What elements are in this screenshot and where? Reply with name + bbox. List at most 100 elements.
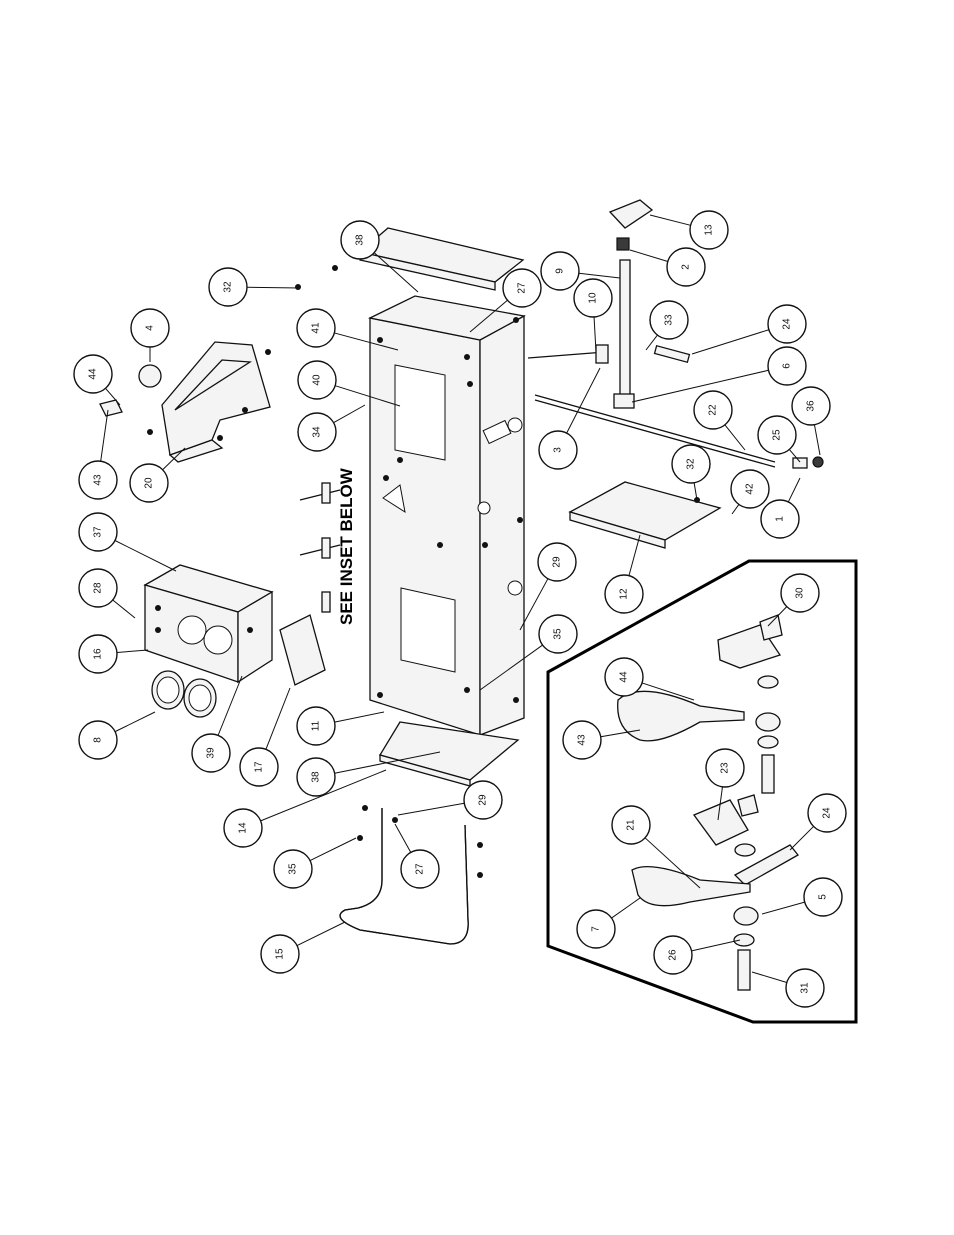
callout-label: 6 xyxy=(782,363,793,369)
leader-line xyxy=(724,424,746,451)
leader-line xyxy=(333,404,366,424)
callout-circle xyxy=(538,430,578,470)
leader-line xyxy=(162,447,186,471)
leader-line xyxy=(114,711,156,733)
see-inset-note: SEE INSET BELOW xyxy=(337,467,356,625)
leader-line xyxy=(751,971,787,983)
callout-9: 9 xyxy=(540,251,621,291)
callout-label: 35 xyxy=(553,628,564,640)
shafts xyxy=(527,199,824,469)
leader-line xyxy=(334,385,401,407)
callout-label: 26 xyxy=(668,949,679,961)
callout-circle xyxy=(705,748,745,788)
callout-label: 43 xyxy=(93,474,104,486)
callout-label: 9 xyxy=(555,268,566,274)
callout-43: 43 xyxy=(78,409,118,500)
callout-5: 5 xyxy=(761,877,843,917)
callout-40: 40 xyxy=(297,360,401,407)
callout-circle xyxy=(191,733,231,773)
callout-26: 26 xyxy=(653,935,741,975)
callout-27: 27 xyxy=(469,268,542,333)
callout-label: 21 xyxy=(626,819,637,831)
callout-17: 17 xyxy=(239,687,291,787)
callout-28: 28 xyxy=(78,568,136,619)
leader-line xyxy=(112,599,136,619)
knob xyxy=(138,364,162,388)
callout-label: 39 xyxy=(206,747,217,759)
callout-label: 20 xyxy=(144,477,155,489)
callout-33: 33 xyxy=(645,300,689,351)
callout-32: 32 xyxy=(671,444,711,501)
callout-30: 30 xyxy=(767,573,820,627)
leader-line xyxy=(649,214,691,226)
leader-line xyxy=(519,578,549,631)
callout-21: 21 xyxy=(611,805,701,889)
leader-line xyxy=(693,482,698,501)
callout-label: 5 xyxy=(818,894,829,900)
callout-circle xyxy=(760,499,800,539)
callout-circle xyxy=(693,390,733,430)
callout-circle xyxy=(730,469,770,509)
callout-circle xyxy=(689,210,729,250)
callout-label: 38 xyxy=(355,234,366,246)
callout-circle xyxy=(130,308,170,348)
callout-circle xyxy=(296,706,336,746)
callout-label: 38 xyxy=(311,771,322,783)
callout-label: 44 xyxy=(619,671,630,683)
callout-label: 24 xyxy=(822,807,833,819)
leader-line xyxy=(309,837,357,862)
callout-circle xyxy=(296,757,336,797)
callout-label: 17 xyxy=(254,761,265,773)
callout-20: 20 xyxy=(129,447,186,503)
callout-circle xyxy=(537,542,577,582)
callout-38: 38 xyxy=(296,751,441,797)
leader-line xyxy=(787,477,801,503)
callout-36: 36 xyxy=(791,386,831,456)
leader-line xyxy=(789,826,814,851)
callout-label: 37 xyxy=(93,526,104,538)
callout-4: 4 xyxy=(130,308,170,362)
callout-label: 27 xyxy=(517,282,528,294)
callout-label: 22 xyxy=(708,404,719,416)
callout-label: 33 xyxy=(664,314,675,326)
callout-31: 31 xyxy=(751,968,825,1008)
callout-label: 43 xyxy=(577,734,588,746)
leader-line xyxy=(334,332,399,351)
callout-29: 29 xyxy=(519,542,577,631)
callout-label: 16 xyxy=(93,648,104,660)
callout-25: 25 xyxy=(757,415,801,463)
leader-line xyxy=(296,921,346,947)
callout-label: 7 xyxy=(591,926,602,932)
callout-label: 24 xyxy=(782,318,793,330)
callout-13: 13 xyxy=(649,210,729,250)
grommets xyxy=(151,670,217,718)
callout-6: 6 xyxy=(631,346,807,403)
leader-line xyxy=(469,299,508,333)
callout-42: 42 xyxy=(730,469,770,515)
callout-circle xyxy=(502,268,542,308)
callout-circle xyxy=(260,934,300,974)
leader-line xyxy=(114,540,177,572)
callout-circle xyxy=(757,415,797,455)
leader-line xyxy=(629,249,668,262)
callout-circle xyxy=(239,747,279,787)
callout-label: 31 xyxy=(800,982,811,994)
leader-line xyxy=(100,409,109,462)
callout-41: 41 xyxy=(296,308,399,351)
electrical-box xyxy=(143,564,274,684)
leader-line xyxy=(397,802,465,816)
callout-label: 10 xyxy=(588,292,599,304)
callout-circle xyxy=(78,512,118,552)
callout-label: 40 xyxy=(312,374,323,386)
cover-plate xyxy=(279,614,326,686)
callout-label: 29 xyxy=(478,794,489,806)
leader-line xyxy=(767,606,788,627)
callout-label: 8 xyxy=(93,737,104,743)
callout-43: 43 xyxy=(562,720,641,760)
leader-line xyxy=(645,334,658,351)
leader-line xyxy=(691,939,741,952)
callout-circle xyxy=(666,247,706,287)
leader-line xyxy=(265,687,291,750)
callout-circle xyxy=(296,308,336,348)
